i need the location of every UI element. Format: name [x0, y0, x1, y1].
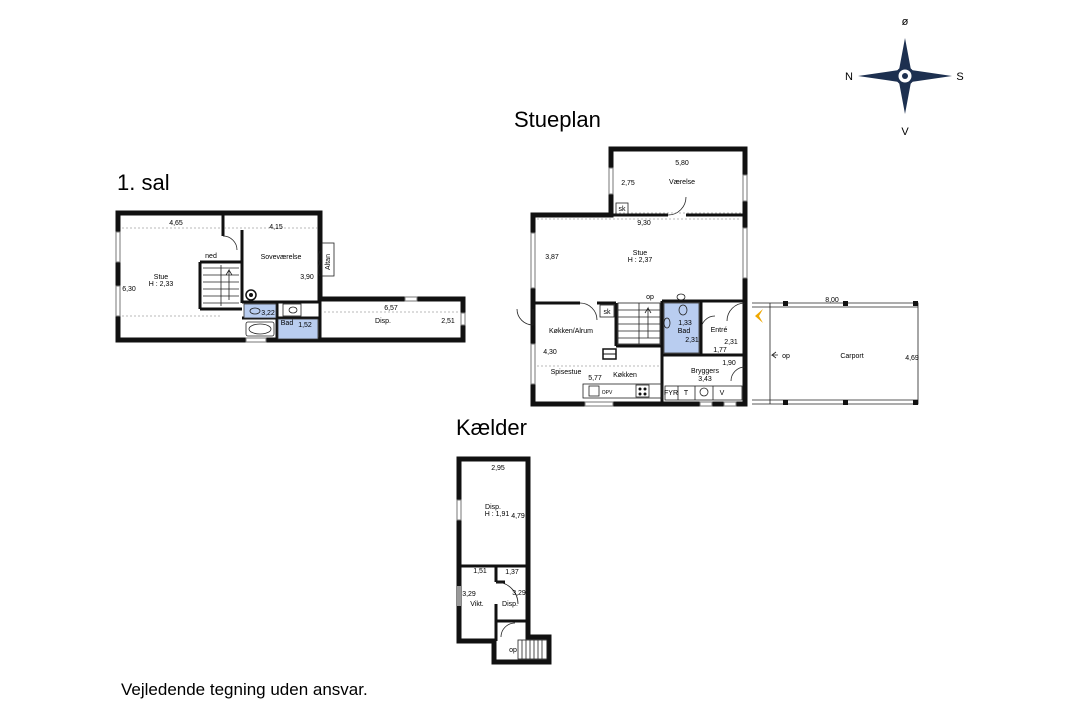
gf-bad-depth: 2,31 [685, 337, 699, 344]
entry-arrow-icon [755, 309, 763, 323]
fs-stue-depth: 6,30 [122, 286, 136, 293]
kl-vikt-width: 1,51 [473, 568, 487, 575]
gf-bryggers-label: Bryggers [691, 368, 720, 375]
gf-stue-width: 9,30 [637, 220, 651, 227]
kl-disp2-width: 1,37 [505, 569, 519, 576]
basement-plan [456, 456, 552, 665]
fs-disp-label: Disp. [375, 318, 391, 325]
gf-kokken-label: Køkken [613, 372, 637, 379]
ground-floor-title: Stueplan [514, 107, 601, 132]
carport-op: op [782, 353, 790, 360]
gf-stue-label: Stue [633, 250, 648, 257]
gf-v-label: V [720, 390, 725, 397]
compass-south-label: S [956, 71, 963, 83]
gf-alrum-label: Køkken/Alrum [549, 328, 593, 335]
first-floor-title: 1. sal [117, 170, 170, 195]
fs-stue-width: 4,65 [169, 220, 183, 227]
gf-sk-2: sk [604, 309, 612, 316]
kl-disp-label: Disp. [485, 504, 501, 511]
gf-stue-depth: 3,87 [545, 254, 559, 261]
kl-stairs-up: op [509, 647, 517, 654]
compass-east-label: ø [902, 16, 909, 28]
fs-sov-depth: 3,90 [300, 274, 314, 281]
kl-width: 2,95 [491, 465, 505, 472]
disclaimer-text: Vejledende tegning uden ansvar. [121, 680, 368, 699]
gf-entre-depth: 2,31 [724, 339, 738, 346]
kl-vikt-depth: 3,29 [462, 591, 476, 598]
fs-hall-dim: 3,22 [261, 310, 275, 317]
gf-vaerelse-label: Værelse [669, 179, 695, 186]
fs-bad-dim: 1,52 [298, 322, 312, 329]
compass-north-label: N [845, 71, 853, 83]
gf-kokken-width: 5,77 [588, 375, 602, 382]
fs-altan-label: Altan [325, 254, 332, 270]
fs-stue-label: Stue [154, 274, 169, 281]
gf-spisestue-label: Spisestue [551, 369, 582, 376]
compass-west-label: V [901, 126, 909, 138]
gf-sk-1: sk [619, 206, 627, 213]
gf-vaerelse-width: 5,80 [675, 160, 689, 167]
fs-stairs-down: ned [205, 253, 217, 260]
ground-floor-plan [516, 146, 919, 407]
carport-label: Carport [840, 353, 863, 360]
fs-sov-label: Soveværelse [261, 254, 302, 261]
gf-vaerelse-depth: 2,75 [621, 180, 635, 187]
gf-t-label: T [684, 390, 689, 397]
kl-disp-depth: 4,79 [511, 513, 525, 520]
fs-sov-width: 4,15 [269, 224, 283, 231]
basement-title: Kælder [456, 415, 527, 440]
gf-entre-width: 1,77 [713, 347, 727, 354]
gf-stue-height: H : 2,37 [628, 257, 653, 264]
gf-bryggers-width: 1,90 [722, 360, 736, 367]
gf-stairs-up: op [646, 294, 654, 301]
fs-disp-width: 6,57 [384, 305, 398, 312]
gf-bad-width: 1,33 [678, 320, 692, 327]
kl-disp2-label: Disp. [502, 601, 518, 608]
gf-bad-label: Bad [678, 328, 691, 335]
gf-entre-label: Entré [711, 327, 728, 334]
gf-opv-label: OPV [602, 390, 613, 396]
gf-bryggers-depth: 3,43 [698, 376, 712, 383]
carport-width: 8,00 [825, 297, 839, 304]
gf-fyr-label: FYR [664, 390, 678, 397]
kl-disp2-depth: 3,29 [512, 590, 526, 597]
fs-bad-label: Bad [281, 320, 294, 327]
fs-stue-height: H : 2,33 [149, 281, 174, 288]
first-floor-plan [115, 210, 466, 343]
fs-disp-depth: 2,51 [441, 318, 455, 325]
kl-disp-height: H : 1,91 [485, 511, 510, 518]
compass-rose-icon [858, 38, 952, 114]
gf-alrum-depth: 4,30 [543, 349, 557, 356]
carport-depth: 4,69 [905, 355, 919, 362]
kl-vikt-label: Vikt. [470, 601, 484, 608]
